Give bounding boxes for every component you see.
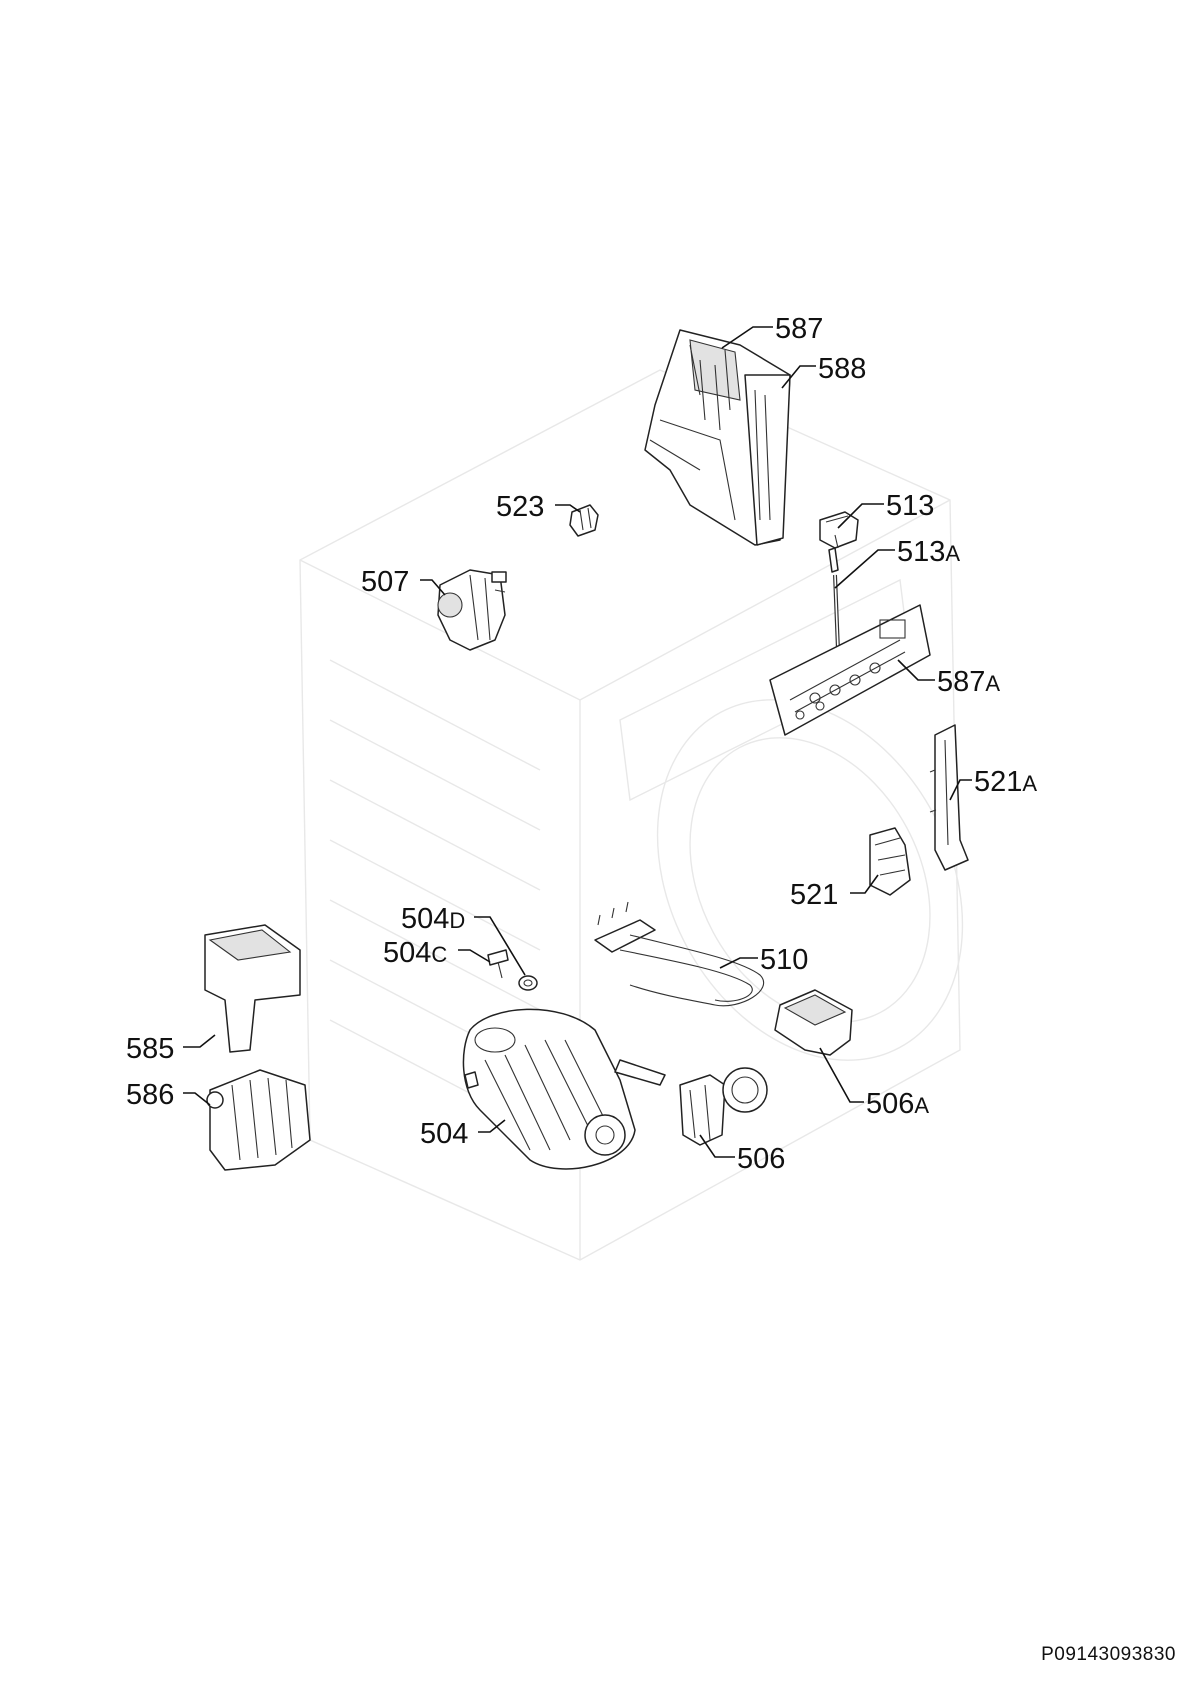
callout-521A: 521A	[974, 766, 1037, 798]
callout-521: 521	[790, 879, 838, 911]
callout-513: 513	[886, 490, 934, 522]
bushing-504D-drawing	[518, 975, 538, 991]
callout-506A: 506A	[866, 1088, 929, 1120]
callout-587A: 587A	[937, 666, 1000, 698]
callout-510: 510	[760, 944, 808, 976]
callout-523: 523	[496, 491, 544, 523]
callout-506: 506	[737, 1143, 785, 1175]
callout-labels: 587 588 513 513A 523 507 587A 521A 521 5…	[126, 313, 1037, 1175]
cover-585-drawing	[204, 924, 301, 1053]
pump-cover-506A-drawing	[774, 989, 853, 1056]
inlet-valve-507-drawing	[437, 569, 507, 651]
callout-585: 585	[126, 1033, 174, 1065]
callout-586: 586	[126, 1079, 174, 1111]
callout-513A: 513A	[897, 536, 960, 568]
pressure-switch-513-drawing	[819, 511, 859, 573]
connector-523-drawing	[569, 504, 599, 537]
callout-588: 588	[818, 353, 866, 385]
leader-lines	[183, 326, 972, 1158]
display-board-587A-drawing	[769, 604, 931, 736]
motor-504-drawing	[462, 1008, 666, 1170]
callout-507: 507	[361, 566, 409, 598]
callout-504C: 504C	[383, 937, 447, 969]
door-lock-rail-521A-drawing	[929, 724, 969, 871]
document-number: P09143093830	[1041, 1644, 1176, 1665]
screw-504C-drawing	[487, 949, 509, 979]
heating-element-510-drawing	[594, 901, 765, 1007]
callout-504: 504	[420, 1118, 468, 1150]
callout-587: 587	[775, 313, 823, 345]
filter-586-drawing	[206, 1069, 311, 1171]
door-lock-521-drawing	[869, 827, 911, 896]
drain-pump-506-drawing	[679, 1067, 768, 1146]
main-control-board-drawing	[644, 329, 791, 546]
callout-504D: 504D	[401, 903, 465, 935]
